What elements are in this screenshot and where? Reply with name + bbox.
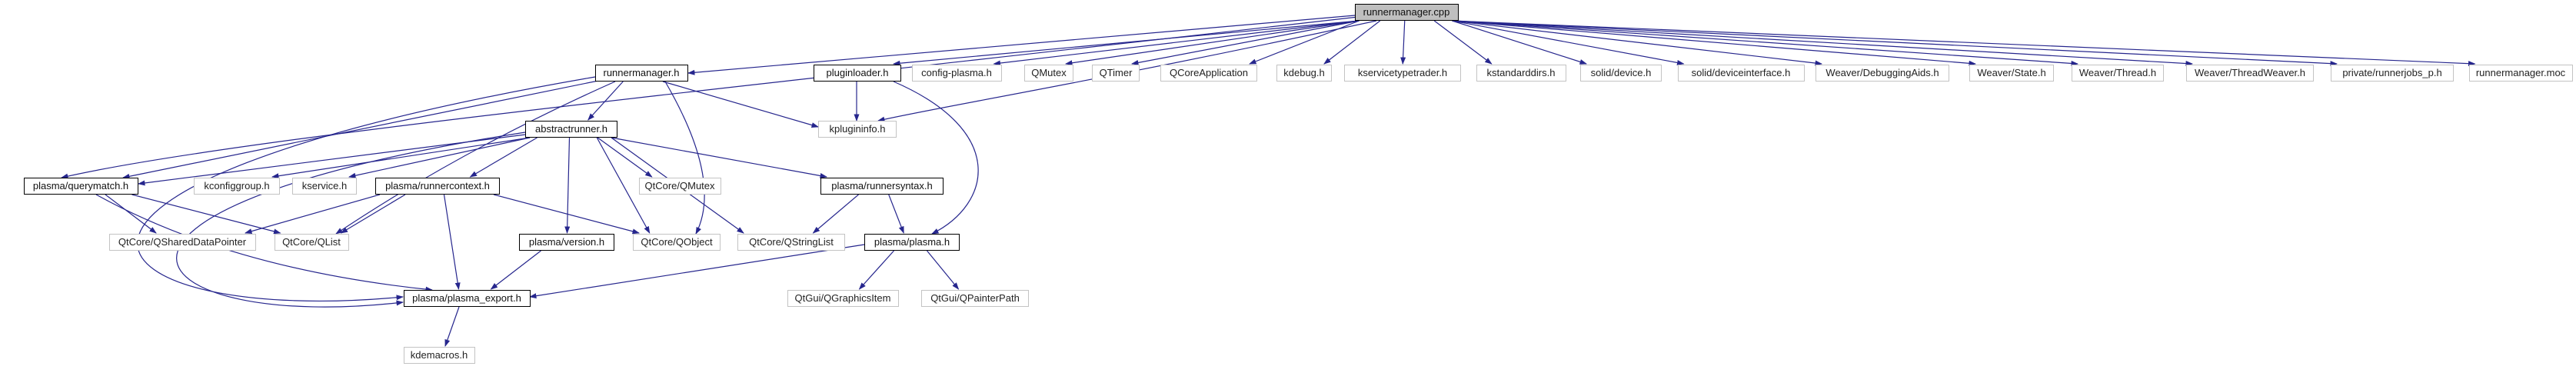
edge-abs-qtmutex	[597, 137, 653, 178]
edge-plug-plasma	[893, 81, 979, 235]
node-qgi: QtGui/QGraphicsItem	[787, 290, 899, 307]
edge-rm_h-qobj	[664, 81, 705, 235]
edge-cpp-kstt	[1400, 20, 1406, 65]
node-qtimer: QTimer	[1092, 65, 1140, 82]
node-qlist: QtCore/QList	[274, 234, 349, 251]
edge-cpp-qm	[61, 16, 1359, 179]
node-rsyn[interactable]: plasma/runnersyntax.h	[820, 178, 944, 195]
node-kdebug: kdebug.h	[1276, 65, 1332, 82]
node-plasma[interactable]: plasma/plasma.h	[864, 234, 960, 251]
node-cfg: config-plasma.h	[911, 65, 1002, 82]
node-wtw: Weaver/ThreadWeaver.h	[2186, 65, 2314, 82]
edge-cpp-moc	[1452, 20, 2476, 67]
node-moc: runnermanager.moc	[2468, 65, 2573, 82]
node-wthread: Weaver/Thread.h	[2072, 65, 2164, 82]
edge-abs-ksvc	[348, 137, 531, 178]
edge-cpp-plug	[893, 20, 1360, 66]
node-ver[interactable]: plasma/version.h	[519, 234, 614, 251]
node-cpp: runnermanager.cpp	[1354, 4, 1459, 21]
edge-rm_h-abs	[587, 81, 624, 121]
node-qpp: QtGui/QPainterPath	[921, 290, 1029, 307]
edge-cpp-sdevi	[1452, 20, 1685, 65]
edge-abs-qobj	[596, 137, 651, 234]
edge-cpp-pjobs	[1452, 20, 2338, 67]
edge-qm-qlist	[131, 194, 281, 235]
edge-qm-pexp	[95, 194, 433, 292]
node-pjobs: private/runnerjobs_p.h	[2331, 65, 2454, 82]
node-qsl: QtCore/QStringList	[737, 234, 845, 251]
node-abs[interactable]: abstractrunner.h	[525, 121, 617, 138]
node-plug[interactable]: pluginloader.h	[814, 65, 901, 82]
edge-qm-qsdp	[105, 194, 157, 234]
edge-cpp-cfg	[993, 20, 1360, 66]
edge-cpp-wstate	[1452, 20, 1976, 66]
edge-rsyn-qsl	[812, 194, 859, 234]
node-ksvc: kservice.h	[292, 178, 357, 195]
node-kplug: kplugininfo.h	[818, 121, 897, 138]
edge-cpp-wtw	[1452, 20, 2193, 67]
edge-abs-kcfg	[271, 137, 531, 179]
node-kdem: kdemacros.h	[403, 347, 475, 364]
node-qmutex: QMutex	[1024, 65, 1073, 82]
edge-cpp-kstd	[1433, 20, 1493, 65]
node-pexp[interactable]: plasma/plasma_export.h	[403, 290, 531, 307]
edge-plasma-qgi	[858, 250, 894, 290]
node-sdevi: solid/deviceinterface.h	[1677, 65, 1805, 82]
edge-ver-pexp	[490, 250, 541, 290]
edge-cpp-kdebug	[1323, 20, 1381, 65]
edge-abs-rctx	[469, 137, 537, 178]
edge-abs-pexp	[176, 132, 526, 308]
edge-rctx-qsdp	[245, 194, 381, 235]
edge-plasma-qpp	[927, 250, 960, 290]
node-qm[interactable]: plasma/querymatch.h	[23, 178, 138, 195]
edge-rm_h-qm	[122, 80, 599, 179]
node-sdev: solid/device.h	[1580, 65, 1662, 82]
edge-plasma-pexp	[529, 244, 865, 299]
edge-pexp-kdem	[444, 306, 460, 347]
node-qcoreapp: QCoreApplication	[1160, 65, 1257, 82]
node-rm_h[interactable]: runnermanager.h	[594, 65, 688, 82]
node-qsdp: QtCore/QSharedDataPointer	[108, 234, 256, 251]
edge-cpp-kplug	[877, 20, 1377, 122]
edge-rm_h-qlist	[335, 81, 616, 235]
node-rctx[interactable]: plasma/runnercontext.h	[375, 178, 500, 195]
edge-rsyn-plasma	[888, 194, 904, 234]
edge-cpp-qmutex	[1065, 20, 1360, 66]
edge-rctx-qlist	[340, 194, 406, 234]
node-wstate: Weaver/State.h	[1969, 65, 2054, 82]
node-kstd: kstandarddirs.h	[1476, 65, 1566, 82]
node-kcfg: kconfiggroup.h	[194, 178, 280, 195]
edge-cpp-wdbg	[1452, 20, 1822, 66]
edge-abs-ver	[564, 137, 571, 234]
node-qobj: QtCore/QObject	[633, 234, 721, 251]
edge-rm_h-kplug	[662, 81, 819, 128]
edge-rctx-pexp	[443, 194, 461, 290]
node-kstt: kservicetypetrader.h	[1344, 65, 1461, 82]
edge-cpp-wthread	[1452, 20, 2078, 66]
edge-rctx-qobj	[493, 194, 640, 235]
edge-cpp-sdev	[1452, 20, 1587, 65]
edge-cpp-qtimer	[1131, 20, 1360, 65]
edge-cpp-rm_h	[687, 15, 1356, 75]
edge-abs-rsyn	[611, 137, 827, 178]
node-qtmutex: QtCore/QMutex	[638, 178, 721, 195]
node-wdbg: Weaver/DebuggingAids.h	[1816, 65, 1949, 82]
